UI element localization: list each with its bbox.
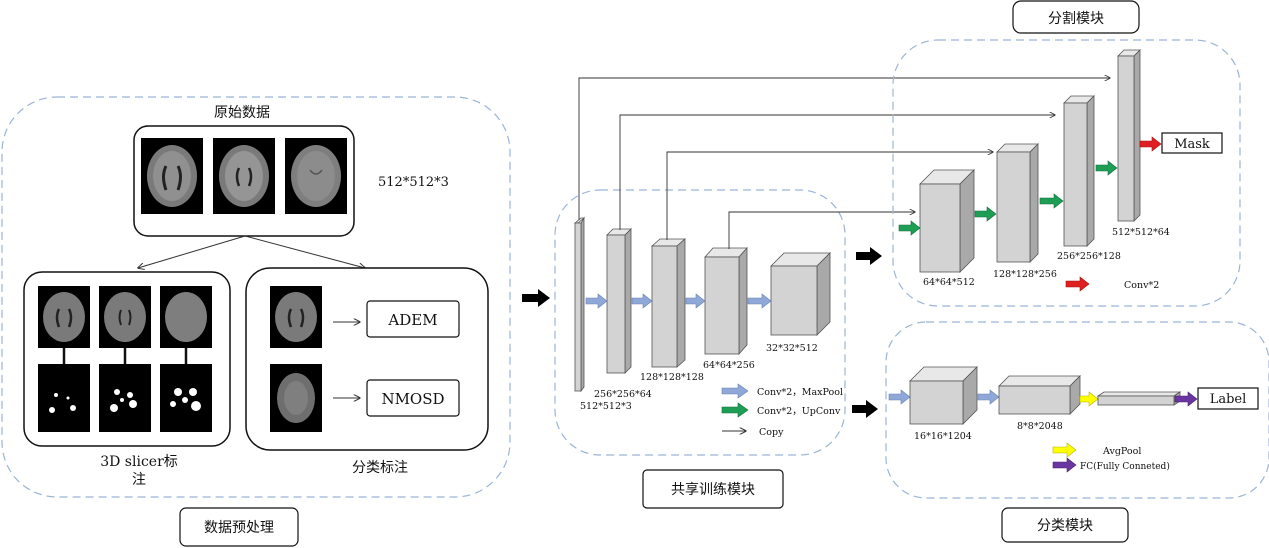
skip-connection-4 <box>728 212 915 249</box>
upconv-arrow-0 <box>898 220 921 236</box>
adem-label: ADEM <box>387 311 437 329</box>
upconv-arrow-3 <box>1095 160 1118 176</box>
legend-upconv-text: Conv*2，UpConv <box>757 406 841 417</box>
legend-fc-text: FC(Fully Conneted) <box>1080 461 1170 472</box>
raw-data-title: 原始数据 <box>214 105 270 121</box>
cls-block-1 <box>909 366 978 425</box>
upconv-arrow-2 <box>1039 193 1064 209</box>
legend-fc-swatch <box>1052 457 1077 473</box>
fc-arrow <box>1174 391 1198 407</box>
seg-dim-3: 256*256*128 <box>1057 251 1121 262</box>
encoder-block-3 <box>650 238 687 368</box>
mri-image-slicer-2 <box>99 286 151 348</box>
shared-dashed-frame <box>554 189 846 456</box>
data-prep-label: 数据预处理 <box>204 520 274 536</box>
shared-dim-3: 128*128*128 <box>640 372 704 383</box>
shared-dim-1: 512*512*3 <box>580 401 632 412</box>
mri-image-raw-3 <box>285 138 347 214</box>
seg-dim-4: 512*512*64 <box>1112 227 1170 238</box>
label-output-text: Label <box>1210 392 1247 407</box>
decoder-block-4 <box>1117 49 1141 222</box>
raw-dims-label: 512*512*3 <box>378 175 449 190</box>
shared-label: 共享训练模块 <box>671 481 755 498</box>
shared-label-box <box>642 469 784 509</box>
maxpool-arrow-2 <box>631 293 653 309</box>
mri-image-raw-2 <box>213 138 275 214</box>
decoder-block-2 <box>996 143 1039 263</box>
cls-label-box <box>1001 507 1129 543</box>
maxpool-arrow-4 <box>747 293 772 309</box>
decoder-block-3 <box>1063 95 1095 247</box>
skip-connection-1 <box>578 78 1110 220</box>
shared-dim-2: 256*256*64 <box>594 389 652 400</box>
cls-dashed-frame <box>885 321 1269 499</box>
shared-dim-5: 32*32*512 <box>766 343 818 354</box>
mask-output-box <box>1161 132 1223 154</box>
encoder-block-2 <box>606 228 632 374</box>
avgpool-arrow <box>1079 391 1099 407</box>
encoder-block-1 <box>573 216 586 393</box>
branch-arrow-left <box>138 235 246 268</box>
seg-label-box <box>1012 0 1140 34</box>
mask-image-2 <box>99 364 151 432</box>
mask-image-1 <box>38 364 90 432</box>
mask-image-3 <box>160 364 212 432</box>
legend-maxpool-swatch <box>721 383 749 399</box>
mri-image-slicer-1 <box>38 286 90 348</box>
skip-connection-2 <box>619 115 1055 230</box>
cls-dim-2: 8*8*2048 <box>1017 421 1063 432</box>
mri-image-raw-1 <box>141 138 203 214</box>
slicer-label-line2: 注 <box>132 472 146 488</box>
cls-arrow-2 <box>977 389 1000 405</box>
shared-dim-4: 64*64*256 <box>703 360 755 371</box>
classification-section: Label 16*16*1204 8*8*2048 AvgPool FC(Ful… <box>885 321 1269 543</box>
mask-output-label: Mask <box>1174 137 1210 152</box>
skip-connections <box>578 78 1110 249</box>
slicer-label-line1: 3D slicer标 <box>100 454 178 470</box>
mri-image-class-1 <box>270 286 322 348</box>
conv-arrow-output <box>1139 136 1162 152</box>
data-prep-label-box <box>179 507 299 547</box>
nmosd-label: NMOSD <box>381 390 444 408</box>
data-prep-dashed-frame <box>1 96 511 498</box>
legend-copy-text: Copy <box>759 427 784 438</box>
decoder-block-1 <box>919 169 975 273</box>
maxpool-arrow-3 <box>685 293 706 309</box>
seg-dashed-frame <box>892 39 1241 307</box>
flow-arrow-to-cls <box>852 400 878 418</box>
legend-maxpool-text: Conv*2，MaxPool <box>757 387 843 398</box>
label-output-box <box>1197 387 1259 410</box>
cls-dim-1: 16*16*1204 <box>914 431 972 442</box>
flow-arrow-to-seg <box>856 247 882 265</box>
cls-fc-bar <box>1096 391 1182 406</box>
upconv-arrow-1 <box>974 206 997 222</box>
cls-input-arrow <box>888 389 911 405</box>
legend-upconv-swatch <box>721 402 749 418</box>
seg-dim-1: 64*64*512 <box>923 277 975 288</box>
encoder-block-4 <box>704 246 748 356</box>
mri-image-slicer-3 <box>160 286 212 348</box>
cls-label: 分类模块 <box>1037 518 1093 534</box>
cls-block-2 <box>998 375 1081 415</box>
encoder-block-5 <box>770 252 831 336</box>
skip-connection-3 <box>666 152 993 240</box>
adem-label-box <box>366 300 460 338</box>
nmosd-label-box <box>366 379 460 417</box>
legend-conv-swatch <box>1065 276 1090 292</box>
flow-arrow-prep-to-shared <box>522 289 550 307</box>
branch-arrow-right <box>244 235 365 268</box>
segmentation-section: 分割模块 Mask 64* <box>892 0 1241 307</box>
legend-conv-text: Conv*2 <box>1124 280 1159 291</box>
shared-section: 512*512*3 256*256*64 128*128*128 64*64*2… <box>554 189 846 509</box>
maxpool-arrow-1 <box>585 293 608 309</box>
legend-avgpool-swatch <box>1052 442 1077 458</box>
legend-avgpool-text: AvgPool <box>1102 446 1141 457</box>
seg-dim-2: 128*128*256 <box>993 269 1057 280</box>
classify-label: 分类标注 <box>352 460 408 476</box>
data-prep-section: 原始数据 512*512*3 <box>1 96 511 547</box>
seg-label: 分割模块 <box>1048 10 1104 27</box>
mri-image-class-2 <box>270 364 322 432</box>
